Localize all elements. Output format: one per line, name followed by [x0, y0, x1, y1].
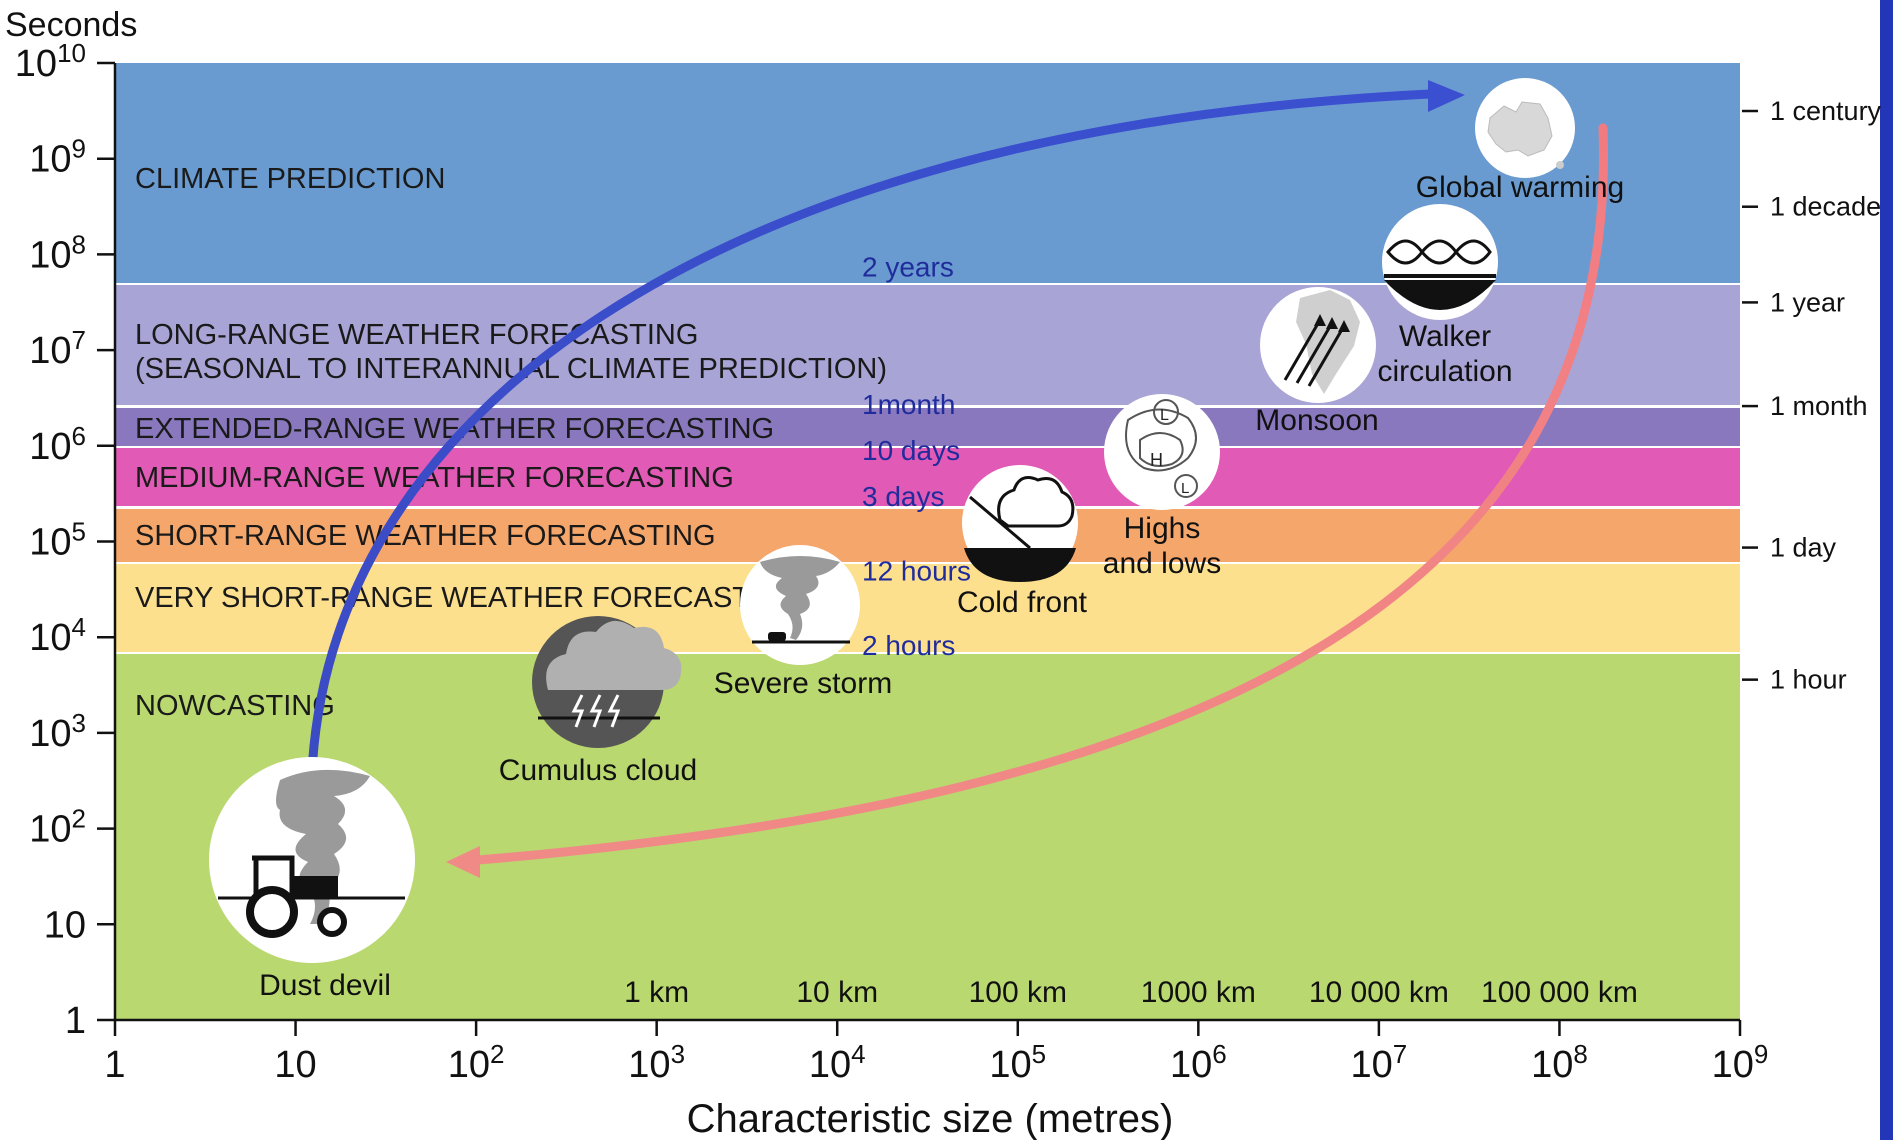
label-cold-front: Cold front	[957, 586, 1088, 619]
cumulus-cloud-icon	[532, 616, 682, 748]
svg-text:L: L	[1160, 407, 1169, 424]
x-tick-label: 104	[809, 1039, 866, 1086]
arrow-up-curve	[307, 89, 1435, 777]
right-scale-label: 1 year	[1770, 287, 1845, 317]
distance-label: 1000 km	[1141, 976, 1256, 1009]
y-axis-ticks	[97, 61, 115, 1022]
x-axis-title: Characteristic size (metres)	[687, 1097, 1174, 1140]
highs-lows-icon: L H L	[1104, 394, 1220, 510]
label-severe-storm: Severe storm	[714, 667, 892, 700]
distance-label: 10 000 km	[1309, 976, 1449, 1009]
right-scale-label: 1 century	[1770, 96, 1882, 126]
time-marker-label: 12 hours	[862, 555, 971, 586]
band-very-short-range	[115, 564, 1740, 652]
label-walker-2: circulation	[1377, 355, 1512, 388]
label-global-warming: Global warming	[1416, 171, 1624, 204]
x-tick-label: 1	[104, 1044, 125, 1086]
band-label-short-range: SHORT-RANGE WEATHER FORECASTING	[135, 520, 716, 552]
band-label-nowcasting: NOWCASTING	[135, 690, 335, 722]
label-highs-2: and lows	[1103, 547, 1221, 580]
x-tick-label: 108	[1531, 1039, 1588, 1086]
arrow-down-curve	[473, 123, 1608, 865]
label-dust-devil: Dust devil	[259, 969, 391, 1002]
x-axis-ticks	[113, 1020, 1742, 1036]
right-scale-label: 1 decade	[1770, 192, 1881, 222]
x-tick-label: 102	[448, 1039, 505, 1086]
distance-label: 100 000 km	[1481, 976, 1638, 1009]
band-extended-range	[115, 408, 1740, 446]
cold-front-icon	[962, 465, 1078, 582]
arrow-down-head	[446, 846, 480, 878]
time-marker-label: 2 years	[862, 252, 954, 283]
severe-storm-icon	[740, 545, 860, 665]
distance-labels: 1 km 10 km 100 km 1000 km 10 000 km 100 000 k…	[624, 976, 1638, 1009]
label-walker-1: Walker	[1399, 320, 1491, 353]
dust-devil-icon	[209, 757, 415, 963]
svg-text:L: L	[1181, 480, 1189, 497]
arrow-up-head	[1428, 80, 1465, 112]
right-scale-label: 1 day	[1770, 533, 1837, 563]
time-marker-label: 2 hours	[862, 630, 955, 661]
right-time-scale: 1 century 1 decade 1 year 1 month 1 day 1 hou…	[1742, 96, 1882, 695]
time-markers: 2 years 1month 10 days 3 days 12 hours 2 hour…	[862, 252, 971, 661]
distance-label: 100 km	[969, 976, 1067, 1009]
band-medium-range	[115, 448, 1740, 506]
right-border	[1880, 0, 1893, 1140]
band-label-climate: CLIMATE PREDICTION	[135, 163, 445, 195]
right-scale-label: 1 month	[1770, 391, 1868, 421]
label-monsoon: Monsoon	[1255, 404, 1378, 437]
walker-circulation-icon	[1382, 204, 1498, 320]
distance-label: 1 km	[624, 976, 689, 1009]
y-tick-label: 10	[44, 904, 86, 946]
label-highs-1: Highs	[1124, 512, 1201, 545]
monsoon-icon	[1260, 287, 1376, 403]
y-tick-label: 108	[29, 229, 86, 276]
band-label-long-range-1: LONG-RANGE WEATHER FORECASTING	[135, 319, 698, 351]
distance-label: 10 km	[796, 976, 878, 1009]
band-label-very-short-range: VERY SHORT-RANGE WEATHER FORECASTING	[135, 582, 802, 614]
time-marker-label: 10 days	[862, 435, 960, 466]
label-cumulus: Cumulus cloud	[499, 754, 697, 787]
globe-icon	[1475, 78, 1575, 178]
x-tick-label: 10	[274, 1044, 316, 1086]
right-scale-label: 1 hour	[1770, 665, 1847, 695]
y-axis-title: Seconds	[5, 6, 137, 44]
time-marker-label: 3 days	[862, 481, 945, 512]
y-tick-label: 1	[65, 1000, 86, 1042]
time-marker-label: 1month	[862, 389, 955, 420]
svg-text:H: H	[1150, 450, 1163, 470]
